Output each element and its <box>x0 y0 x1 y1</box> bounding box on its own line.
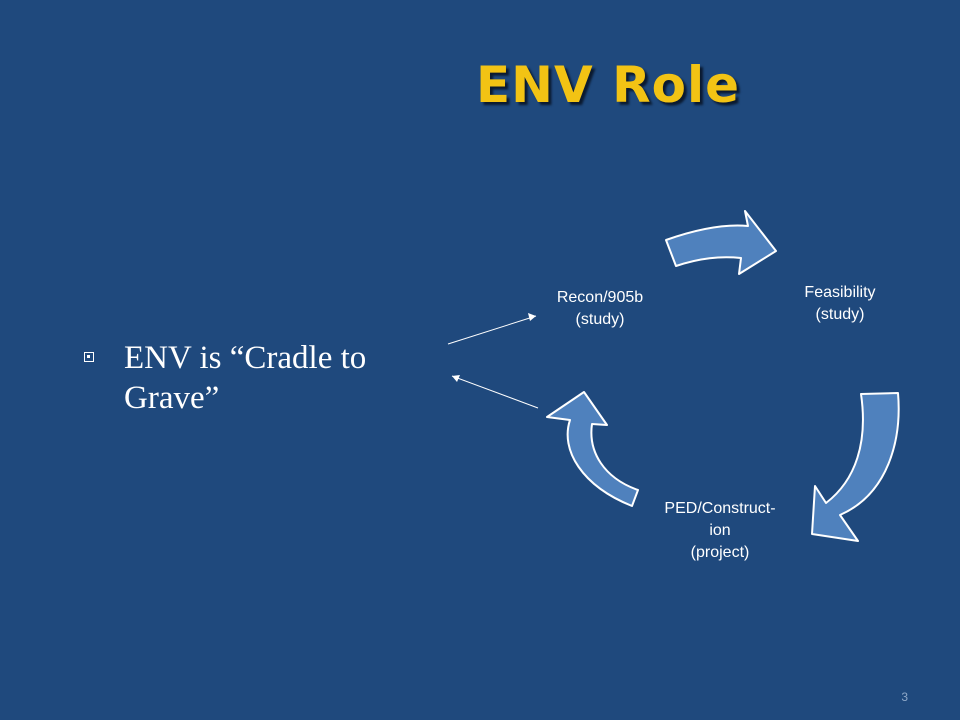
page-number: 3 <box>901 690 908 704</box>
slide-title: ENV Role <box>476 56 741 114</box>
connector-arrowhead-bullet <box>452 375 460 382</box>
connector-line-to-recon <box>447 315 537 345</box>
connector-arrowhead-recon <box>528 313 536 321</box>
node-label-feasibility-line1: Feasibility <box>804 284 876 301</box>
cycle-arrow-top <box>665 210 777 275</box>
node-label-ped-line1: PED/Construct- <box>664 500 776 517</box>
node-label-recon-line2: (study) <box>575 311 625 328</box>
node-label-ped-line3: (project) <box>690 544 750 561</box>
node-label-ped-line2: ion <box>709 522 731 539</box>
cycle-arrow-left <box>546 391 639 507</box>
square-bullet-icon <box>84 352 94 362</box>
connector-line-from-ped <box>451 375 539 409</box>
bullet-text: ENV is “Cradle to Grave” <box>124 340 367 416</box>
node-label-feasibility: Feasibility (study) <box>770 282 910 326</box>
node-label-feasibility-line2: (study) <box>815 306 865 323</box>
bullet-item: ENV is “Cradle to Grave” <box>84 338 444 418</box>
cycle-arrow-right <box>811 392 900 542</box>
node-label-ped: PED/Construct- ion (project) <box>640 498 800 564</box>
node-label-recon-line1: Recon/905b <box>556 289 644 306</box>
node-label-recon: Recon/905b (study) <box>530 287 670 331</box>
